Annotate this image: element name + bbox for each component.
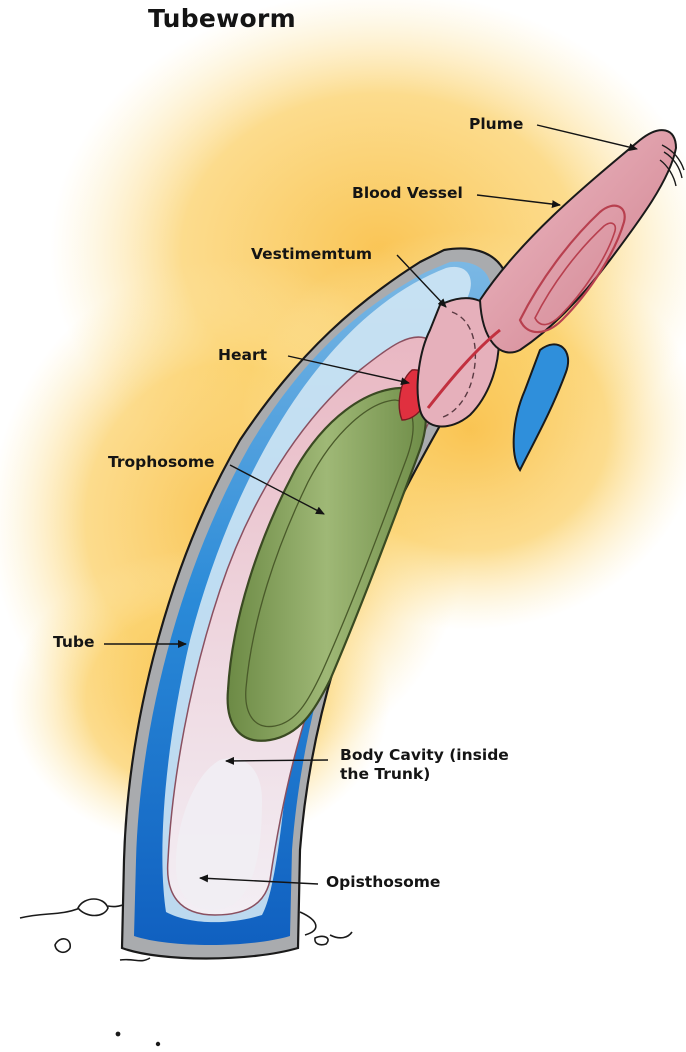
diagram-title: Tubeworm (148, 4, 296, 33)
label-opisthosome: Opisthosome (326, 873, 440, 892)
label-trophosome: Trophosome (108, 453, 214, 472)
label-vestimentum: Vestimemtum (251, 245, 372, 264)
body-cavity-leader (226, 760, 328, 761)
label-blood-vessel: Blood Vessel (352, 184, 463, 203)
label-plume: Plume (469, 115, 523, 134)
label-body-cavity: Body Cavity (inside the Trunk) (340, 746, 509, 784)
label-tube: Tube (53, 633, 95, 652)
label-heart: Heart (218, 346, 267, 365)
